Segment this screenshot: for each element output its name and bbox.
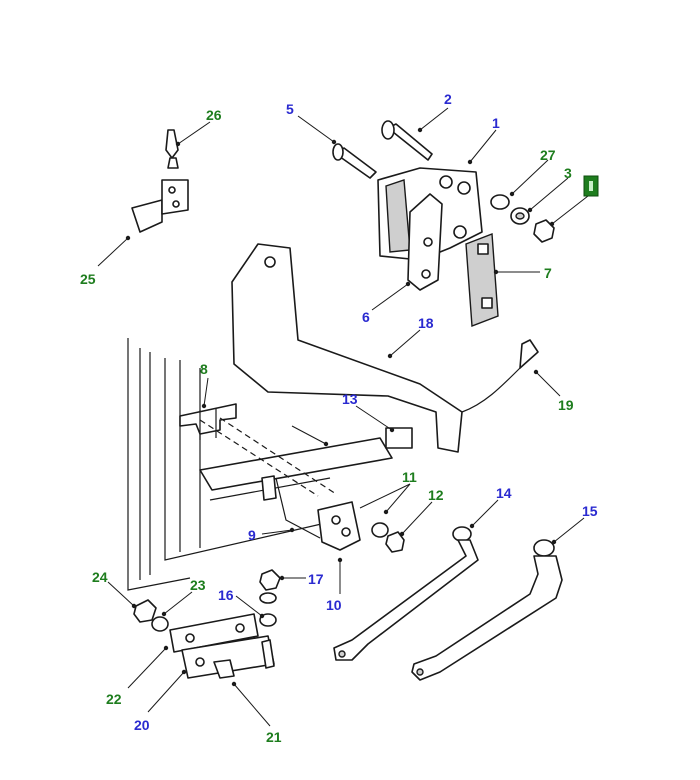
washer-3-hole: [515, 212, 525, 220]
washer-16: [259, 592, 277, 604]
clamp-8: [179, 403, 237, 440]
callout-20: 20: [134, 717, 150, 733]
nut-24: [133, 599, 157, 623]
leader-lines: [97, 107, 589, 727]
callout-11: 11: [402, 469, 417, 485]
plate-7: [465, 233, 499, 327]
callout-5: 5: [286, 101, 294, 117]
green-badge-icon: [583, 175, 599, 197]
screw-19: [461, 339, 539, 413]
callout-24: 24: [92, 569, 108, 585]
callout-16: 16: [218, 587, 234, 603]
callout-18: 18: [418, 315, 434, 331]
washer-23: [151, 616, 169, 632]
callout-25: 25: [80, 271, 96, 287]
callout-12: 12: [428, 487, 444, 503]
callout-21: 21: [266, 729, 282, 745]
strap-14: [333, 526, 479, 661]
callout-27: 27: [540, 147, 556, 163]
callout-23: 23: [190, 577, 206, 593]
callout-10: 10: [326, 597, 342, 613]
bar-28: [199, 437, 393, 501]
callout-13: 13: [342, 391, 358, 407]
callout-3: 3: [564, 165, 572, 181]
callout-6: 6: [362, 309, 370, 325]
callout-14: 14: [496, 485, 512, 501]
callout-19: 19: [558, 397, 574, 413]
callout-15: 15: [582, 503, 598, 519]
bracket-10: [317, 501, 361, 551]
bolt-5: [332, 143, 377, 179]
nut-3: [533, 219, 555, 243]
washer-27: [490, 194, 510, 210]
nut-16: [259, 613, 277, 627]
strap-15: [411, 539, 563, 681]
washer-11: [371, 522, 389, 538]
callout-1: 1: [492, 115, 500, 131]
link-9: [275, 477, 321, 539]
door-frame: [127, 338, 331, 591]
callout-labels: 1 2 3 5 6 7 8 9 10 11 12 13 14 15 16 17 …: [80, 91, 598, 745]
bracket-18: [231, 243, 463, 453]
callout-2: 2: [444, 91, 452, 107]
nut-17: [259, 569, 281, 591]
bolt-2: [381, 120, 433, 161]
clip-25: [131, 179, 189, 233]
nut-12: [385, 531, 405, 553]
plate-22: [169, 613, 259, 653]
callout-17: 17: [308, 571, 324, 587]
plate-6: [407, 193, 443, 291]
bracket-18-hole: [264, 256, 276, 268]
callout-9: 9: [248, 527, 256, 543]
pin-26: [165, 129, 179, 169]
bolt-21: [213, 639, 275, 679]
block-13: [385, 427, 413, 449]
callout-22: 22: [106, 691, 122, 707]
callout-26: 26: [206, 107, 222, 123]
callout-7: 7: [544, 265, 552, 281]
callout-8: 8: [200, 361, 208, 377]
